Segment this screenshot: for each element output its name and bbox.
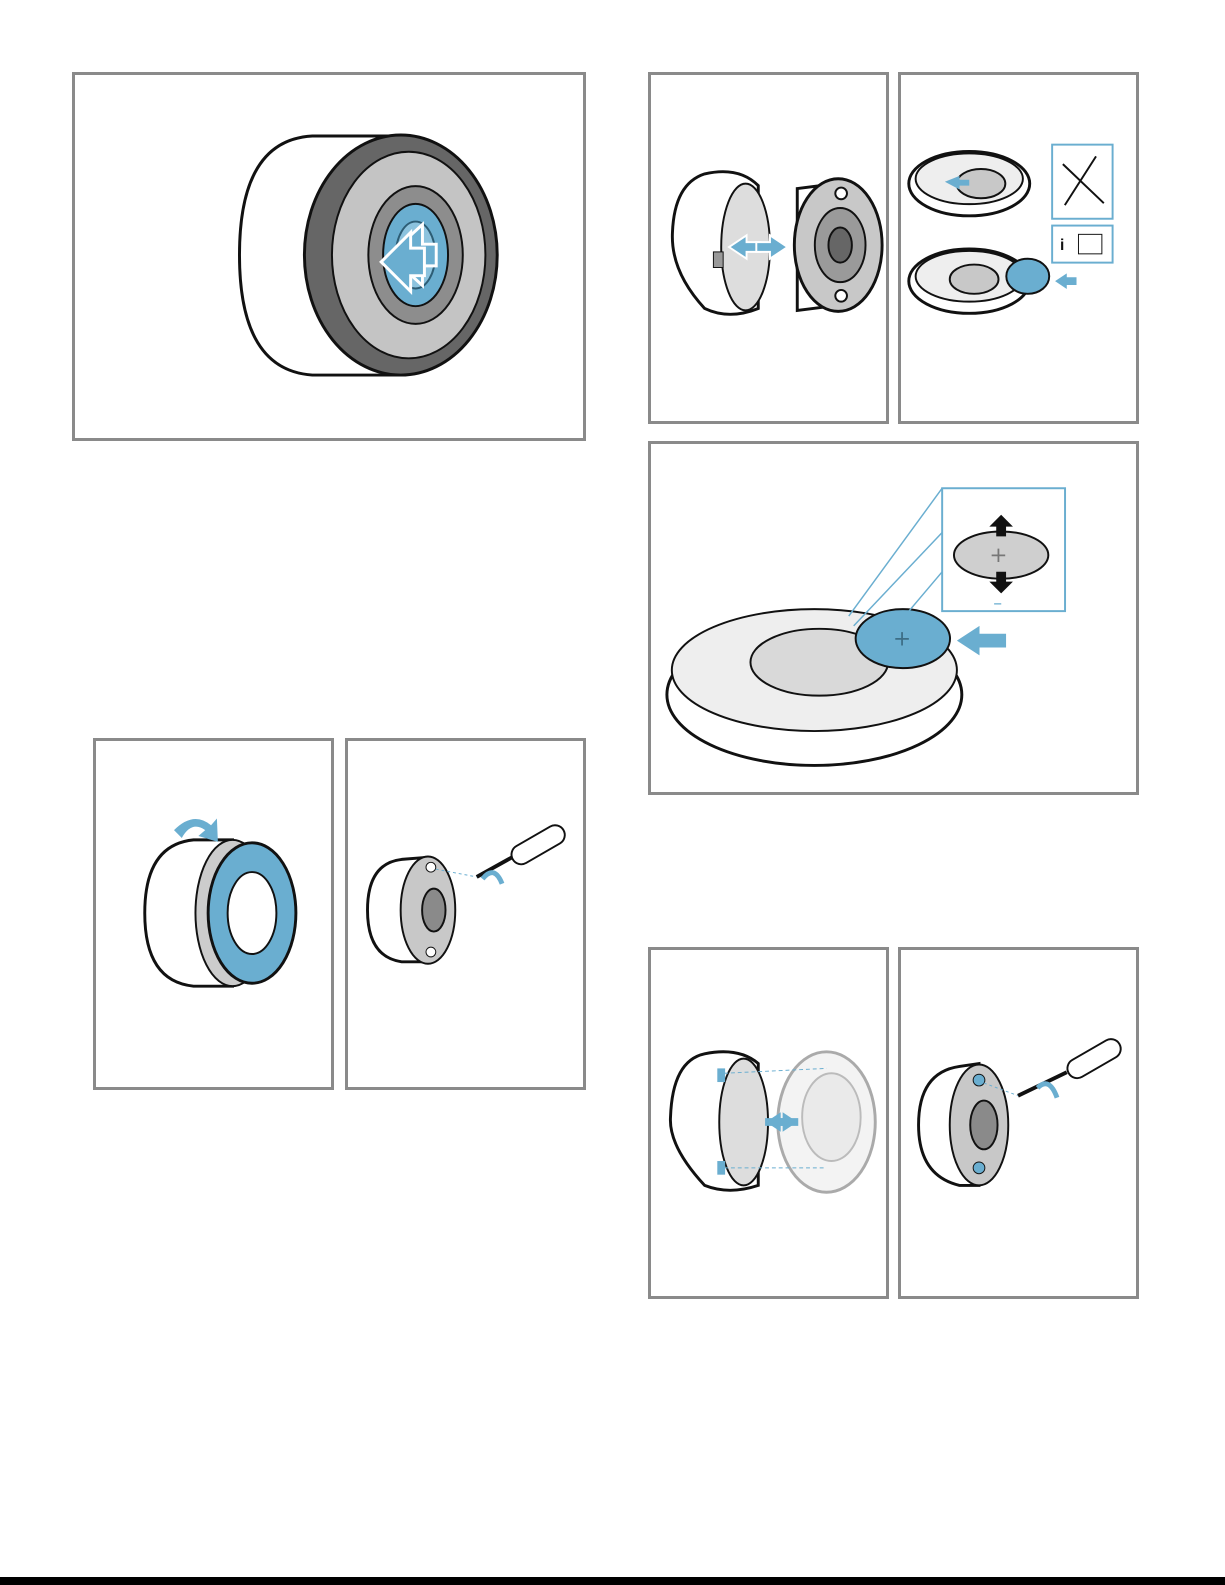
panel-rotate-ring bbox=[93, 738, 334, 1090]
battery-out-icon bbox=[1055, 273, 1076, 289]
panel-separate-housing bbox=[648, 72, 889, 424]
panel-remove-battery: i bbox=[898, 72, 1139, 424]
battery-in-icon bbox=[957, 626, 1006, 655]
screwdriver-icon bbox=[1018, 1036, 1124, 1096]
page-bottom-rule bbox=[0, 1577, 1225, 1585]
screwdriver-icon bbox=[477, 822, 569, 877]
plus-symbol-detail: + bbox=[989, 543, 1007, 568]
panel-push-knob bbox=[72, 72, 586, 441]
plus-symbol: + bbox=[893, 627, 911, 652]
panel-join-housing bbox=[648, 947, 889, 1299]
panel-screw-in bbox=[898, 947, 1139, 1299]
push-knob-illustration bbox=[75, 75, 583, 438]
rotate-arrow-icon bbox=[174, 818, 218, 841]
panel-insert-battery: + + – bbox=[648, 441, 1139, 795]
panel-unscrew bbox=[345, 738, 586, 1090]
info-icon: i bbox=[1060, 237, 1064, 254]
minus-symbol: – bbox=[993, 594, 1002, 614]
